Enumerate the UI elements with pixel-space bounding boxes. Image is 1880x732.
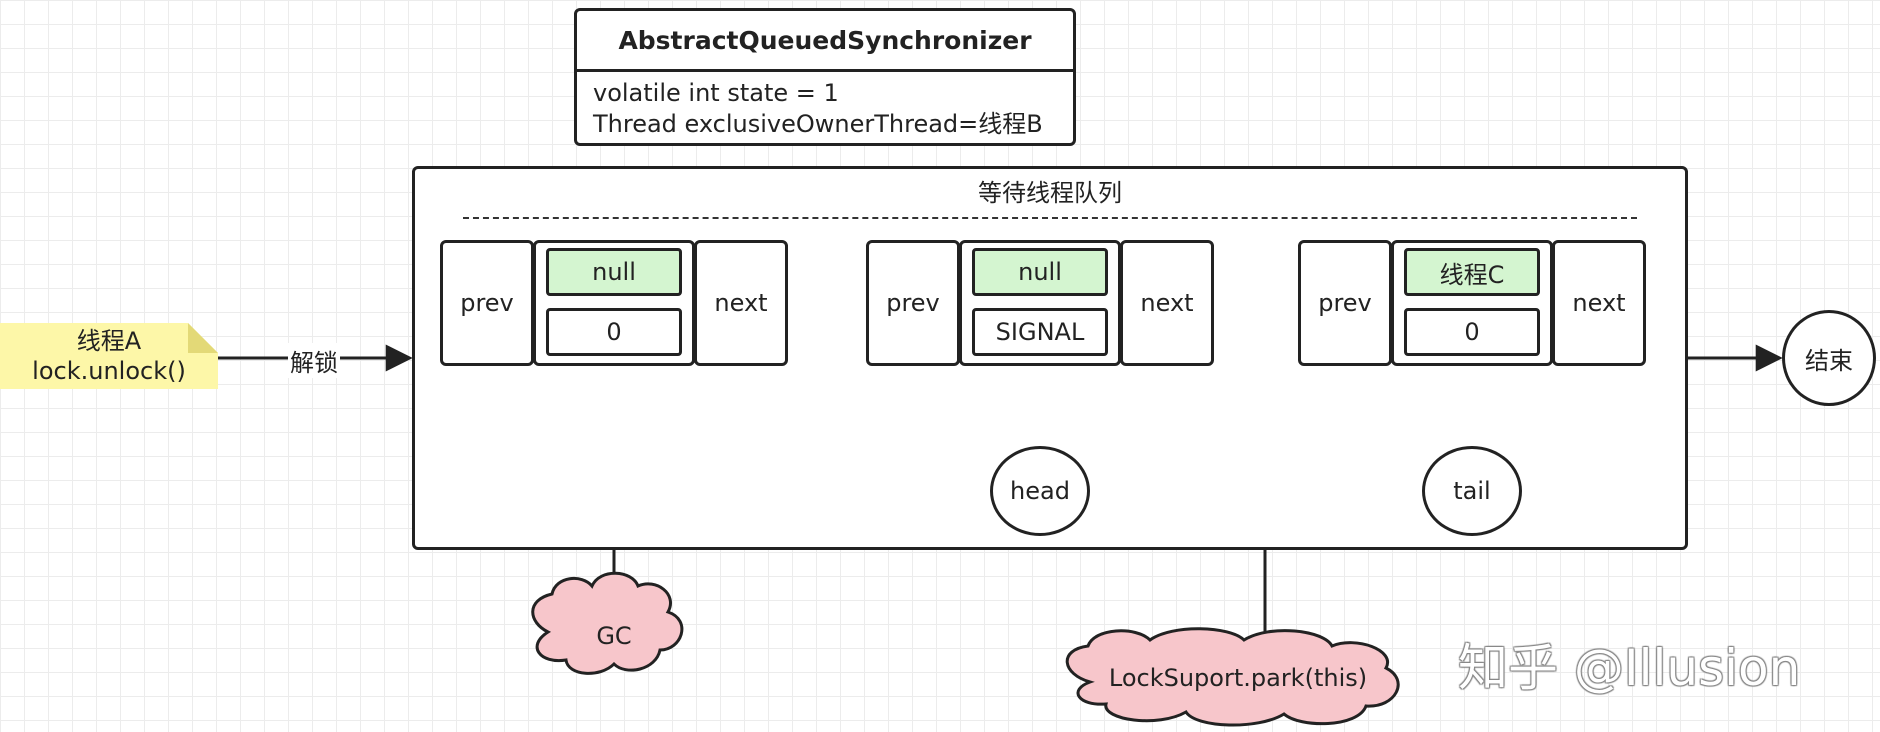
gc-label: GC xyxy=(596,622,632,650)
aqs-class-box: AbstractQueuedSynchronizer volatile int … xyxy=(574,8,1076,146)
node1-prev: prev xyxy=(440,240,534,366)
park-label: LockSuport.park(this) xyxy=(1108,664,1368,692)
aqs-fields: volatile int state = 1 Thread exclusiveO… xyxy=(577,72,1073,146)
watermark: 知乎 @Illusion xyxy=(1458,639,1801,697)
node3-status: 0 xyxy=(1404,308,1540,356)
node2-status: SIGNAL xyxy=(972,308,1108,356)
head-pointer: head xyxy=(990,446,1090,536)
note-call: lock.unlock() xyxy=(32,357,186,385)
node3-prev: prev xyxy=(1298,240,1392,366)
unlock-label: 解锁 xyxy=(288,343,340,378)
tail-pointer: tail xyxy=(1422,446,1522,536)
node1-next: next xyxy=(694,240,788,366)
node3-next: next xyxy=(1552,240,1646,366)
note-thread-name: 线程A xyxy=(76,327,142,355)
queue-title: 等待线程队列 xyxy=(978,179,1122,207)
queue-divider xyxy=(463,217,1637,219)
node1-thread: null xyxy=(546,248,682,296)
end-node: 结束 xyxy=(1782,310,1876,406)
node2-thread: null xyxy=(972,248,1108,296)
node3-thread: 线程C xyxy=(1404,248,1540,296)
node2-next: next xyxy=(1120,240,1214,366)
park-cloud xyxy=(1065,627,1400,727)
gc-cloud xyxy=(531,571,684,675)
aqs-class-title: AbstractQueuedSynchronizer xyxy=(577,11,1073,72)
owner-field: Thread exclusiveOwnerThread=线程B xyxy=(593,110,1043,138)
node1-status: 0 xyxy=(546,308,682,356)
node2-prev: prev xyxy=(866,240,960,366)
state-field: volatile int state = 1 xyxy=(593,79,839,107)
thread-a-note: 线程A lock.unlock() xyxy=(0,323,218,389)
